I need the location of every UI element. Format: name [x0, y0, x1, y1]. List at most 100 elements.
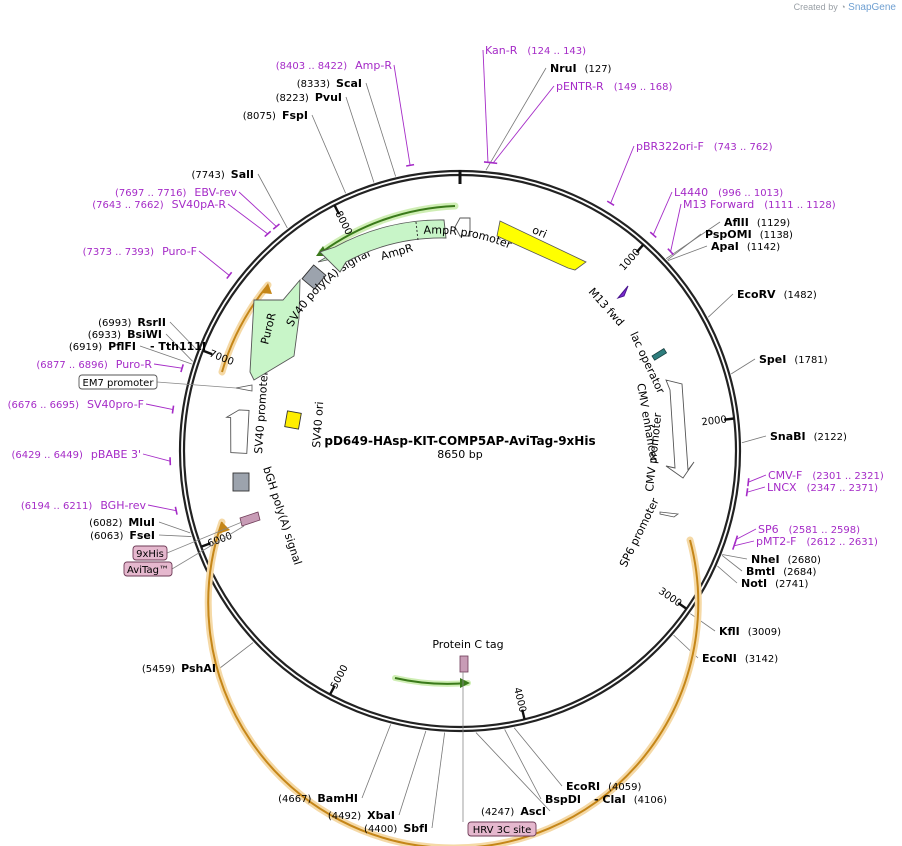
- primer-cmv-f[interactable]: CMV-F(2301 .. 2321): [747, 469, 884, 487]
- orf-arcs: [204, 202, 702, 846]
- site-rsrii[interactable]: RsrII(6993): [98, 316, 166, 329]
- site-ecorv[interactable]: EcoRV(1482): [737, 288, 817, 301]
- site-position: (7743): [192, 170, 225, 181]
- ampr-feature[interactable]: [319, 219, 447, 273]
- site-noti[interactable]: NotI(2741): [741, 577, 808, 590]
- ori-feature[interactable]: [496, 220, 587, 271]
- plasmid-length: 8650 bp: [437, 448, 482, 461]
- 9xhis-box[interactable]: [132, 545, 168, 561]
- site-aflii[interactable]: AflII(1129): [724, 216, 790, 229]
- site-asci[interactable]: AscI (4247): [481, 805, 546, 818]
- primer-m13-forward[interactable]: M13 Forward(1111 .. 1128): [667, 198, 836, 256]
- tick-8000: [333, 204, 341, 215]
- tag-features[interactable]: [239, 511, 261, 527]
- site-leader-fspi: [311, 114, 346, 194]
- em7-promoter-feature[interactable]: [235, 384, 253, 392]
- sv40-ori-feature[interactable]: [284, 410, 302, 430]
- em7-promoter-box[interactable]: [78, 374, 158, 390]
- site-spei[interactable]: SpeI(1781): [759, 353, 828, 366]
- tick-label-3000: 3000: [656, 586, 683, 610]
- primer-sv40pa-r[interactable]: SV40pA-R (7643 .. 7662): [92, 198, 272, 238]
- cmv-enhancer-feature[interactable]: [665, 379, 695, 479]
- sv40-polya-feature[interactable]: [301, 264, 327, 290]
- protein-c-tag-feature[interactable]: [459, 655, 469, 673]
- primer-position: (7643 .. 7662): [92, 200, 164, 211]
- site-sbfi[interactable]: SbfI(4400): [364, 822, 428, 835]
- site-fspi[interactable]: FspI(8075): [243, 109, 308, 122]
- primer-leader: [652, 191, 673, 235]
- site-bamhi[interactable]: BamHI(4667): [278, 792, 358, 805]
- site-pvui[interactable]: PvuI(8223): [276, 91, 342, 104]
- site-nrui[interactable]: NruI(127): [550, 62, 612, 75]
- site-pspomi[interactable]: PspOMI(1138): [705, 228, 793, 241]
- site-fsei[interactable]: FseI(6063): [90, 529, 155, 542]
- site-kfli[interactable]: KflI(3009): [719, 625, 781, 638]
- primer-sv40pro-f[interactable]: SV40pro-F(6676 .. 6695): [8, 398, 175, 414]
- primer-name: SV40pro-F: [87, 398, 144, 411]
- avitag-box[interactable]: [123, 561, 173, 577]
- primer-name: SV40pA-R: [172, 198, 227, 211]
- site-pshai[interactable]: PshAI(5459): [142, 662, 216, 675]
- tick-label-1000: 1000: [618, 247, 643, 273]
- primer-leader: [393, 64, 411, 166]
- primer-l4440[interactable]: L4440(996 .. 1013): [649, 186, 783, 239]
- primer-amp-r[interactable]: Amp-R(8403 .. 8422): [276, 59, 415, 167]
- site-snabi[interactable]: SnaBI(2122): [770, 430, 847, 443]
- sv40-promoter-feature[interactable]: [225, 409, 250, 454]
- site-name: SnaBI: [770, 430, 806, 443]
- site-clai[interactable]: - ClaI(4106): [594, 793, 667, 806]
- site-name: NheI: [751, 553, 780, 566]
- primer-puro-f[interactable]: Puro-F(7373 .. 7393): [83, 245, 233, 280]
- primer-pbr322ori-f[interactable]: pBR322ori-F(743 .. 762): [606, 140, 773, 206]
- site-position: (8333): [297, 79, 330, 90]
- site-bmti[interactable]: BmtI(2684): [746, 565, 817, 578]
- primer-name: LNCX: [767, 481, 797, 494]
- site-position: (1482): [784, 290, 817, 301]
- primer-name: Kan-R: [485, 44, 518, 57]
- primer-sp6[interactable]: SP6(2581 .. 2598): [734, 523, 860, 544]
- site-mlui[interactable]: MluI(6082): [89, 516, 155, 529]
- primer-pentr-r[interactable]: pENTR-R(149 .. 168): [489, 80, 672, 165]
- site-bsiwi[interactable]: BsiWI(6933): [88, 328, 162, 341]
- site-sali[interactable]: SalI(7743): [192, 168, 254, 181]
- site-leader-xbai: [398, 730, 427, 816]
- site-xbai[interactable]: XbaI(4492): [328, 809, 395, 822]
- site-bspdi[interactable]: BspDI: [545, 793, 581, 806]
- hrv3c-box[interactable]: [467, 821, 537, 837]
- primer-lncx[interactable]: LNCX(2347 .. 2371): [745, 481, 878, 497]
- site-position: (4247): [481, 807, 514, 818]
- primer-position: (1111 .. 1128): [764, 200, 836, 211]
- primer-name: pBABE 3': [91, 448, 141, 461]
- site-ecori[interactable]: EcoRI(4059): [566, 780, 642, 793]
- site-position: (4492): [328, 811, 361, 822]
- site-econi[interactable]: EcoNI(3142): [702, 652, 778, 665]
- site-name: AscI: [520, 805, 546, 818]
- primer-ebv-rev[interactable]: EBV-rev(7697 .. 7716): [115, 186, 280, 230]
- primer-pmt2-f[interactable]: pMT2-F(2612 .. 2631): [732, 535, 878, 550]
- primer-name: SP6: [758, 523, 779, 536]
- avitag-leader: [171, 525, 245, 570]
- primer-pbabe-3-[interactable]: pBABE 3'(6429 .. 6449): [12, 448, 172, 466]
- site-nhei[interactable]: NheI(2680): [751, 553, 821, 566]
- site-tth111i[interactable]: - Tth111I: [150, 340, 206, 353]
- primer-mark: [745, 488, 749, 497]
- puror-feature[interactable]: [249, 278, 301, 381]
- primer-leader: [142, 453, 171, 462]
- site-scai[interactable]: ScaI(8333): [297, 77, 362, 90]
- tick-4000: [521, 709, 526, 720]
- primer-leader: [746, 486, 766, 493]
- site-name: NruI: [550, 62, 577, 75]
- primer-bgh-rev[interactable]: BGH-rev(6194 .. 6211): [21, 499, 178, 515]
- site-position: (4106): [634, 795, 667, 806]
- primer-name: BGH-rev: [100, 499, 146, 512]
- ampr-promoter-feature[interactable]: [454, 217, 471, 237]
- site-pflfi[interactable]: PflFI(6919): [69, 340, 136, 353]
- bgh-polya-feature[interactable]: [232, 472, 250, 492]
- sp6-promoter-feature[interactable]: [659, 511, 680, 518]
- lac-operator-feature[interactable]: [651, 348, 668, 361]
- primer-puro-r[interactable]: Puro-R(6877 .. 6896): [36, 358, 184, 373]
- site-position: (6993): [98, 318, 131, 329]
- m13-fwd-feature[interactable]: [616, 285, 629, 300]
- bgh-polya-label: bGH poly(A) signal: [260, 465, 304, 567]
- site-apai[interactable]: ApaI(1142): [711, 240, 780, 253]
